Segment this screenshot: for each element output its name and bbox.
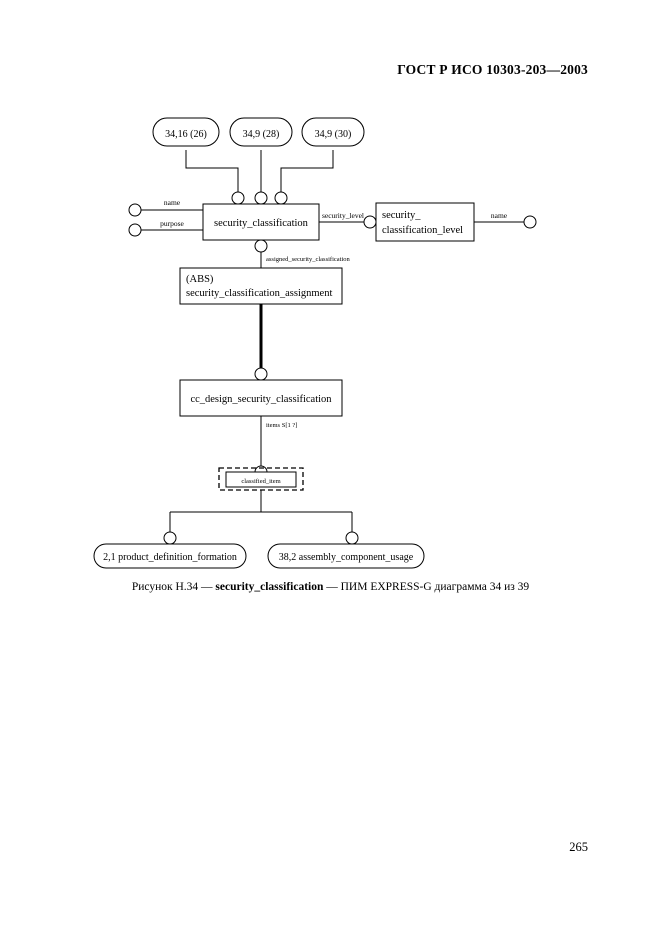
leaf-circle-right <box>345 531 359 545</box>
relation-items: items S[1 ?] <box>254 416 297 479</box>
attribute-label-name: name <box>164 198 181 207</box>
entity-label-line2: classification_level <box>382 225 463 236</box>
entity-label-abs: (ABS) <box>186 274 214 285</box>
page-ref-box-34-9-28[interactable]: 34,9 (28) <box>229 117 293 147</box>
attribute-label-level-name: name <box>491 211 508 220</box>
caption-prefix: Рисунок Н.34 — <box>131 581 216 593</box>
entity-security-classification-assignment[interactable]: (ABS) security_classification_assignment <box>179 267 343 305</box>
attribute-circle-purpose <box>128 223 142 237</box>
entity-security-classification[interactable]: security_classification <box>202 203 320 241</box>
attribute-name-connector: name <box>128 198 203 217</box>
attribute-level-name-connector: name <box>474 211 537 229</box>
relation-circle-assigned <box>254 239 268 253</box>
page-ref-label: 2,1 product_definition_formation <box>103 552 237 563</box>
page-ref-label: 34,16 (26) <box>165 129 207 140</box>
attribute-security-level-connector: security_level <box>319 211 377 229</box>
relation-circle-top-right <box>274 191 288 205</box>
page-ref-label: 38,2 assembly_component_usage <box>279 552 414 563</box>
attribute-circle-level-name <box>523 215 537 229</box>
select-type-label: classified_item <box>241 478 280 485</box>
attribute-purpose-connector: purpose <box>128 219 203 237</box>
relation-assigned-security-classification: assigned_security_classification <box>254 239 351 268</box>
attribute-circle-security-level <box>363 215 377 229</box>
entity-label-line1: security_ <box>382 210 421 221</box>
connector-select-branches <box>163 490 359 545</box>
attribute-label-purpose: purpose <box>160 219 184 228</box>
entity-cc-design-security-classification[interactable]: cc_design_security_classification <box>179 379 343 417</box>
attribute-circle-name <box>128 203 142 217</box>
entity-label-assignment: security_classification_assignment <box>186 288 332 299</box>
subtype-circle <box>254 367 268 381</box>
supertype-subtype-relation <box>254 304 268 381</box>
express-g-diagram: 34,16 (26) 34,9 (28) 34,9 (30) name <box>0 100 661 590</box>
connector-ref-34-16-26 <box>185 150 239 192</box>
entity-security-classification-level[interactable]: security_ classification_level <box>375 202 475 242</box>
relation-label-items: items S[1 ?] <box>266 422 297 429</box>
leaf-circle-left <box>163 531 177 545</box>
diagram-canvas: 34,16 (26) 34,9 (28) 34,9 (30) name <box>93 117 537 569</box>
relation-circle-top-mid <box>254 191 268 205</box>
page-ref-box-34-16-26[interactable]: 34,16 (26) <box>152 117 220 147</box>
page-ref-box-product-definition-formation[interactable]: 2,1 product_definition_formation <box>93 543 247 569</box>
page-ref-label: 34,9 (30) <box>315 129 352 140</box>
connector-ref-34-9-30 <box>280 150 334 192</box>
standard-header: ГОСТ Р ИСО 10303-203—2003 <box>397 62 588 77</box>
caption-entity: security_classification <box>215 581 324 593</box>
figure-caption: Рисунок Н.34 — security_classification —… <box>0 581 661 593</box>
page-ref-box-assembly-component-usage[interactable]: 38,2 assembly_component_usage <box>267 543 425 569</box>
entity-label: cc_design_security_classification <box>190 394 332 405</box>
entity-label: security_classification <box>214 218 309 229</box>
relation-circle-top-left <box>231 191 245 205</box>
caption-suffix: — ПИМ EXPRESS-G диаграмма 34 из 39 <box>323 581 530 593</box>
relation-label-assigned: assigned_security_classification <box>266 256 351 263</box>
attribute-label-security-level: security_level <box>322 211 364 220</box>
page-ref-box-34-9-30[interactable]: 34,9 (30) <box>301 117 365 147</box>
page-number: 265 <box>569 840 588 854</box>
page-ref-label: 34,9 (28) <box>243 129 280 140</box>
